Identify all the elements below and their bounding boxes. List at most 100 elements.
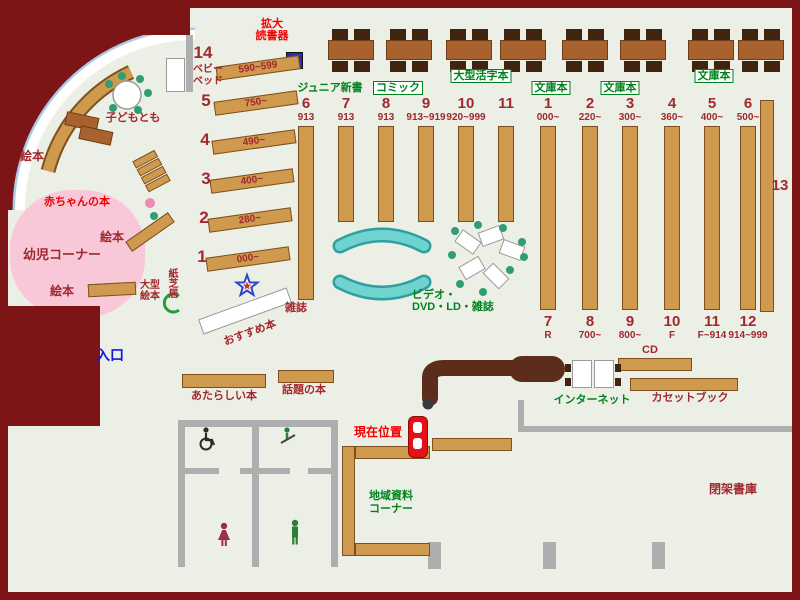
study-chair [390, 61, 406, 72]
study-chair [472, 61, 488, 72]
col-range: 360~ [660, 112, 684, 123]
col-number: 12 [739, 313, 757, 330]
bottom-stub-1 [428, 542, 441, 569]
study-chair [450, 29, 466, 40]
col-number: 2 [585, 95, 595, 112]
toddler-corner-area [10, 190, 145, 318]
shelf-number: 2 [199, 208, 209, 227]
counter-side-shelf [432, 438, 512, 451]
study-chair [504, 29, 520, 40]
study-chair [714, 29, 730, 40]
col-number: 7 [341, 95, 351, 112]
study-chair [450, 61, 466, 72]
study-chair [354, 61, 370, 72]
bookshelf-column [582, 126, 598, 310]
large-ehon-label-2: 絵本 [140, 291, 160, 302]
study-chair [764, 61, 780, 72]
toilet-wall-mid [252, 427, 259, 567]
new-books-shelf [182, 374, 266, 388]
toilet-wall-right [331, 420, 338, 567]
local-docs-shelf-left [342, 446, 355, 556]
col-range: R [544, 330, 552, 341]
stack-wall-stub [518, 400, 524, 432]
shelf-number: 1 [197, 247, 207, 266]
ehon-label-2: 絵本 [99, 230, 125, 244]
baby-bed-label-1: ベビー [193, 64, 223, 75]
large-ehon-label-1: 大型 [140, 280, 160, 291]
shelf-number: 5 [201, 91, 211, 110]
internet-chair [565, 378, 571, 386]
bookshelf-column [622, 126, 638, 310]
bookshelf-column [760, 100, 774, 312]
col-range: F~914 [697, 330, 727, 341]
col-range: 300~ [618, 112, 642, 123]
study-chair [332, 29, 348, 40]
new-books-label: あたらしい本 [191, 390, 257, 402]
study-table [688, 40, 734, 60]
bookshelf-column [704, 126, 720, 310]
study-chair [566, 29, 582, 40]
col-number: 11 [704, 313, 720, 330]
stack-wall [524, 426, 792, 432]
toilet-wall-left [178, 420, 185, 567]
study-chair [742, 61, 758, 72]
bottom-stub-3 [652, 542, 665, 569]
local-docs-label-2: コーナー [369, 503, 413, 515]
col-number: 6 [301, 95, 311, 112]
bookshelf-column [338, 126, 354, 222]
frame-top [0, 0, 800, 8]
internet-chair [615, 364, 621, 372]
cd-label: CD [642, 344, 658, 356]
toilet-divider-3 [308, 468, 331, 474]
section-comic: コミック [373, 81, 423, 96]
col-number: 10 [457, 95, 475, 112]
magazine-label: 雑誌 [285, 302, 307, 314]
bookshelf-column [740, 126, 756, 310]
frame-right [792, 0, 800, 600]
ehon-label-3: 絵本 [49, 284, 75, 298]
shelf-number: 3 [201, 169, 211, 188]
study-chair [504, 61, 520, 72]
toilet-wall-top [178, 420, 338, 427]
kodomotomo-label: 子どもとも [105, 112, 161, 124]
col-number: 11 [498, 95, 514, 112]
bookshelf-column [418, 126, 434, 222]
ehon-label-1: 絵本 [19, 149, 45, 163]
col-number: 8 [585, 313, 595, 330]
study-chair [390, 29, 406, 40]
shelf-number: 4 [200, 130, 210, 149]
col-range: 913 [297, 112, 315, 123]
col-range: 920~999 [446, 112, 486, 123]
study-chair [588, 61, 604, 72]
current-location-label: 現在位置 [353, 425, 403, 439]
study-chair [472, 29, 488, 40]
internet-chair [565, 364, 571, 372]
col-range: 913 [337, 112, 355, 123]
col-range: 914~999 [728, 330, 768, 341]
entrance-label: 入口 [96, 347, 124, 363]
col-range: 800~ [618, 330, 642, 341]
magnifier-label-1: 拡大 [261, 18, 283, 30]
wall-babybed [186, 35, 193, 92]
study-chair [714, 61, 730, 72]
closed-stacks-label: 閉架書庫 [708, 482, 758, 496]
shelf-13-number: 13 [771, 177, 789, 194]
toddler-corner-label: 幼児コーナー [22, 247, 102, 262]
study-chair [526, 29, 542, 40]
study-table [738, 40, 784, 60]
bookshelf-column [458, 126, 474, 222]
study-table [620, 40, 666, 60]
study-chair [692, 61, 708, 72]
col-number: 9 [625, 313, 635, 330]
bookshelf-column [378, 126, 394, 222]
video-label-1: ビデオ・ [412, 289, 456, 301]
frame-left [0, 0, 8, 600]
study-table [446, 40, 492, 60]
baby-bed [166, 58, 185, 92]
magnifier-label-2: 読書器 [255, 30, 289, 42]
col-number: 7 [543, 313, 553, 330]
internet-table-2 [594, 360, 614, 388]
bookshelf-column [664, 126, 680, 310]
